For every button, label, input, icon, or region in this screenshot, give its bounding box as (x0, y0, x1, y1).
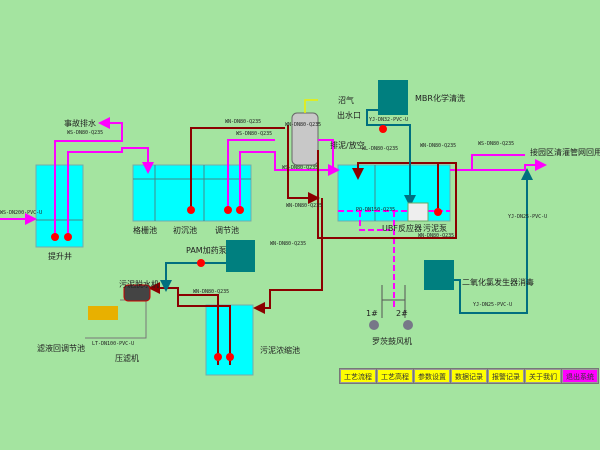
pipe-label: WN-DN80-Q235 (270, 241, 306, 247)
pam-tank[interactable] (226, 240, 255, 272)
lift-well[interactable] (35, 164, 84, 248)
label-primary-settling: 初沉池 (173, 225, 197, 235)
nav-parameter-settings[interactable]: 参数设置 (414, 369, 450, 383)
pipe-label: YJ-DN25-PVC-U (473, 302, 512, 308)
pipe-labels: WS-DN200-PVC-U WS-DN80-Q235 WN-DN80-Q235… (0, 117, 547, 347)
pipe-label: YJ-DN32-PVC-U (369, 117, 408, 123)
pipe-label: YJ-DN25-PVC-U (508, 214, 547, 220)
label-regulating-tank: 调节池 (215, 225, 239, 235)
pipe-label: WS-DN80-Q235 (236, 131, 272, 137)
nav-process-flow[interactable]: 工艺流程 (340, 369, 376, 383)
label-mbr-clean: MBR化学清洗 (415, 93, 465, 103)
label-thickener: 污泥浓缩池 (260, 345, 300, 355)
label-grille-tank: 格栅池 (133, 225, 157, 235)
pump-icon[interactable] (226, 353, 234, 361)
pipe-label: WS-DN80-Q235 (478, 141, 514, 147)
pump-icon[interactable] (214, 353, 222, 361)
pipe-label: WS-DN80-Q235 (67, 130, 103, 136)
pipe-label: WS-DN80-Q235 (282, 165, 318, 171)
pipe-label: WL-DN80-Q235 (362, 146, 398, 152)
pump-icon[interactable] (224, 206, 232, 214)
label-reuse: 接园区清灌管网回用 (530, 147, 600, 157)
nav-bar: 工艺流程 工艺高程 参数设置 数据记录 报警记录 关于我们 退出系统 (339, 368, 599, 384)
mbr-clean-tank[interactable] (378, 80, 408, 115)
label-mud-vent: 排泥/放空 (330, 140, 365, 150)
blower-icon[interactable] (403, 320, 413, 330)
digester-tank[interactable] (291, 112, 319, 166)
truck-icon (88, 306, 118, 320)
nav-about-us[interactable]: 关于我们 (525, 369, 561, 383)
label-biogas: 沼气 (338, 95, 354, 105)
label-outlet: 出水口 (337, 110, 361, 120)
nav-alarm-records[interactable]: 报警记录 (488, 369, 524, 383)
pipe-label: PO-DN150-Q235 (356, 207, 395, 213)
label-accident-drain: 事故排水 (64, 118, 96, 128)
membrane-module (407, 202, 429, 222)
pipe-label: WN-DN80-Q235 (418, 233, 454, 239)
pipe-label: WN-DN80-Q235 (193, 289, 229, 295)
pump-icon[interactable] (434, 208, 442, 216)
label-clo2: 二氧化氯发生器消毒 (462, 277, 534, 287)
pipe-label: WN-DN80-Q235 (286, 203, 322, 209)
blower-icon[interactable] (369, 320, 379, 330)
pump-icon[interactable] (236, 206, 244, 214)
pump-icon[interactable] (51, 233, 59, 241)
dewatering-machine-icon[interactable] (123, 284, 151, 302)
label-filter-press: 压滤机 (115, 353, 139, 363)
label-ubf-reactor: UBF反应器 (382, 223, 422, 233)
label-lift-well: 提升井 (48, 251, 72, 261)
pipe-label: WS-DN200-PVC-U (0, 210, 42, 216)
label-filtrate-return: 滤液回调节池 (37, 343, 85, 353)
pipe-label: LT-DN100-PVC-U (92, 341, 134, 347)
nav-exit-system[interactable]: 退出系统 (562, 369, 598, 383)
label-blower-2: 2# (396, 309, 408, 318)
label-blower: 罗茨鼓风机 (372, 336, 412, 346)
label-dewatering: 污泥脱水机 (119, 279, 159, 289)
pumps[interactable] (51, 125, 442, 361)
pump-icon[interactable] (64, 233, 72, 241)
label-sludge-pump: 污泥泵 (423, 223, 447, 233)
nav-process-elevation[interactable]: 工艺高程 (377, 369, 413, 383)
wastewater-pipes (0, 117, 545, 235)
clo2-tank[interactable] (424, 260, 454, 290)
pipe-label: WN-DN80-Q235 (225, 119, 261, 125)
pipe-label: WN-DN80-Q235 (285, 122, 321, 128)
pump-icon[interactable] (379, 125, 387, 133)
dosing-pipes (160, 109, 533, 314)
label-pam-pump: PAM加药泵 (186, 245, 227, 255)
label-blower-1: 1# (366, 309, 378, 318)
pump-icon[interactable] (197, 259, 205, 267)
nav-data-records[interactable]: 数据记录 (451, 369, 487, 383)
pump-icon[interactable] (187, 206, 195, 214)
pipe-label: WN-DN80-Q235 (420, 143, 456, 149)
